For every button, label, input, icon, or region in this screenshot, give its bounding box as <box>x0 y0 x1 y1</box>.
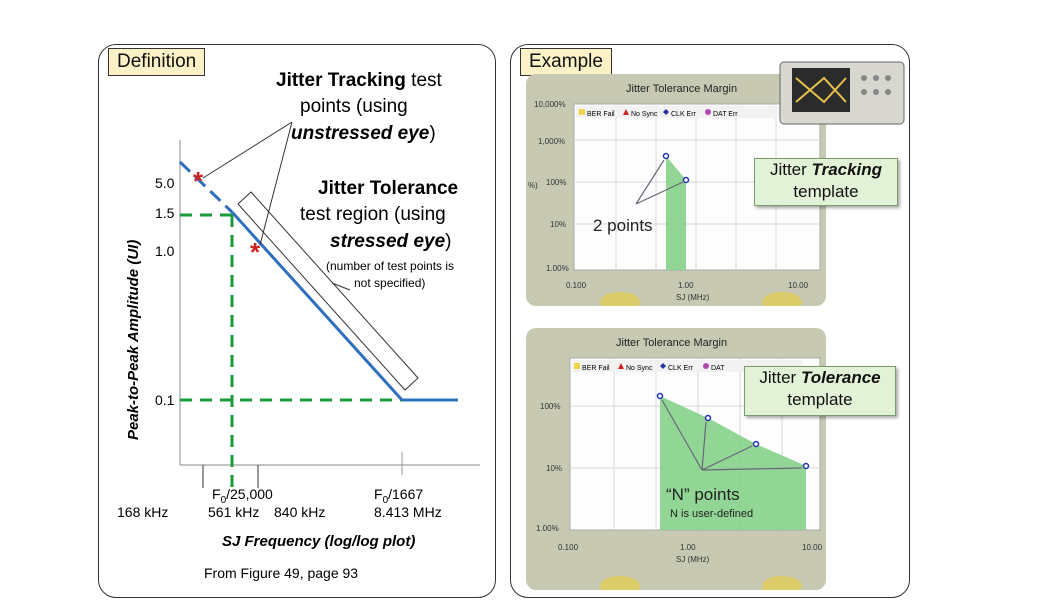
instrument-icon <box>779 61 905 125</box>
note-emphasis: Tolerance <box>800 368 881 387</box>
x-tick-8413mhz: 8.413 MHz <box>374 504 442 520</box>
tolerance-annotation: “N” points <box>666 485 740 504</box>
tolerance-point <box>704 414 712 422</box>
y-tick: 10% <box>550 220 566 229</box>
y-tick: 1.00% <box>546 264 569 273</box>
tolerance-point <box>752 440 760 448</box>
x-tick-f0-25000: F0/25,000 <box>212 486 273 506</box>
note-emphasis: Tracking <box>811 160 883 179</box>
legend-item: No Sync <box>631 111 658 118</box>
source-caption: From Figure 49, page 93 <box>204 565 358 581</box>
x-tick: 0.100 <box>566 281 587 290</box>
tolerance-region-bracket <box>237 191 419 391</box>
ber-fail-marker <box>574 363 580 369</box>
tracking-pointer <box>202 121 293 179</box>
legend-item: No Sync <box>626 365 653 372</box>
tracking-point-marker: * <box>193 166 204 196</box>
x-tick-840khz: 840 kHz <box>274 504 325 520</box>
tracking-pointer <box>259 121 293 246</box>
tracking-annotation: 2 points <box>593 216 653 235</box>
nav-forward-button[interactable] <box>762 576 802 590</box>
y-label-partial: %) <box>528 181 538 190</box>
tracking-line-3: unstressed eye) <box>291 123 436 144</box>
note-text: Jitter <box>759 368 801 387</box>
x-tick: 0.100 <box>558 543 579 552</box>
tracking-point <box>662 152 670 160</box>
tracking-legend <box>576 106 796 118</box>
x-tick: 10.00 <box>802 543 823 552</box>
legend-item: BER Fail <box>587 111 615 118</box>
clk-err-marker <box>660 363 666 369</box>
y-tick: 1.00% <box>536 524 559 533</box>
note-text: template <box>793 182 859 201</box>
tolerance-note: not specified) <box>354 276 425 290</box>
y-tick: 10,000% <box>534 100 566 109</box>
annotation-arrows <box>661 399 803 471</box>
legend-item: CLK Err <box>668 365 694 372</box>
tracking-point <box>682 176 690 184</box>
tracking-region <box>666 156 686 270</box>
no-sync-marker <box>623 109 629 115</box>
tolerance-line-2: test region (using <box>300 204 446 225</box>
legend-item: BER Fail <box>582 365 610 372</box>
tolerance-point <box>802 462 810 470</box>
annotation-arrow <box>635 181 684 205</box>
y-tick: 0.1 <box>155 392 175 408</box>
tracking-title: Jitter Tracking test <box>276 70 443 91</box>
definition-tag: Definition <box>108 48 206 76</box>
x-tick: 1.00 <box>680 543 696 552</box>
tolerance-annotation-sub: N is user-defined <box>670 508 753 520</box>
tolerance-region <box>660 396 806 530</box>
tolerance-note: (number of test points is <box>326 259 454 273</box>
tracking-line-2: points (using <box>300 96 408 117</box>
y-tick: 5.0 <box>155 175 175 191</box>
x-tick-561khz: 561 kHz <box>208 504 259 520</box>
legend-item: DAT Err <box>713 111 738 118</box>
annotation-arrow <box>635 159 665 205</box>
note-text: template <box>787 390 853 409</box>
definition-panel <box>98 44 496 598</box>
x-tick-f0-1667: F0/1667 <box>374 486 423 506</box>
tolerance-title: Jitter Tolerance <box>318 178 458 199</box>
nav-back-button[interactable] <box>600 576 640 590</box>
legend-item: DAT <box>711 365 725 372</box>
y-axis-label: Peak-to-Peak Amplitude (UI) <box>125 240 142 440</box>
ber-fail-marker <box>579 109 585 115</box>
legend-item: CLK Err <box>671 111 697 118</box>
bracket-pointer <box>331 282 351 291</box>
example-tag: Example <box>520 48 612 76</box>
nav-forward-button[interactable] <box>762 292 802 306</box>
clk-err-marker <box>663 109 669 115</box>
tolerance-point <box>656 392 664 400</box>
dat-err-marker <box>703 363 709 369</box>
tolerance-template-note: Jitter Tolerance template <box>744 366 896 416</box>
tolerance-chart-title: Jitter Tolerance Margin <box>616 337 727 349</box>
x-label: SJ (MHz) <box>676 293 710 302</box>
tracking-point-marker: * <box>250 237 261 267</box>
x-axis-label: SJ Frequency (log/log plot) <box>222 533 415 550</box>
x-label: SJ (MHz) <box>676 555 710 564</box>
y-tick: 100% <box>540 402 560 411</box>
x-tick: 10.00 <box>788 281 809 290</box>
x-tick: 1.00 <box>678 281 694 290</box>
y-tick: 10% <box>546 464 562 473</box>
x-tick-168khz: 168 kHz <box>117 504 168 520</box>
y-tick: 1.0 <box>155 243 175 259</box>
tolerance-line-3: stressed eye) <box>330 231 451 252</box>
nav-back-button[interactable] <box>600 292 640 306</box>
tracking-chart-title: Jitter Tolerance Margin <box>626 83 737 95</box>
y-tick: 1,000% <box>538 137 565 146</box>
dat-err-marker <box>705 109 711 115</box>
y-tick: 1.5 <box>155 205 175 221</box>
tracking-template-note: Jitter Tracking template <box>754 158 898 206</box>
template-extension <box>178 160 234 214</box>
no-sync-marker <box>618 363 624 369</box>
y-tick: 100% <box>546 178 566 187</box>
note-text: Jitter <box>769 160 812 179</box>
